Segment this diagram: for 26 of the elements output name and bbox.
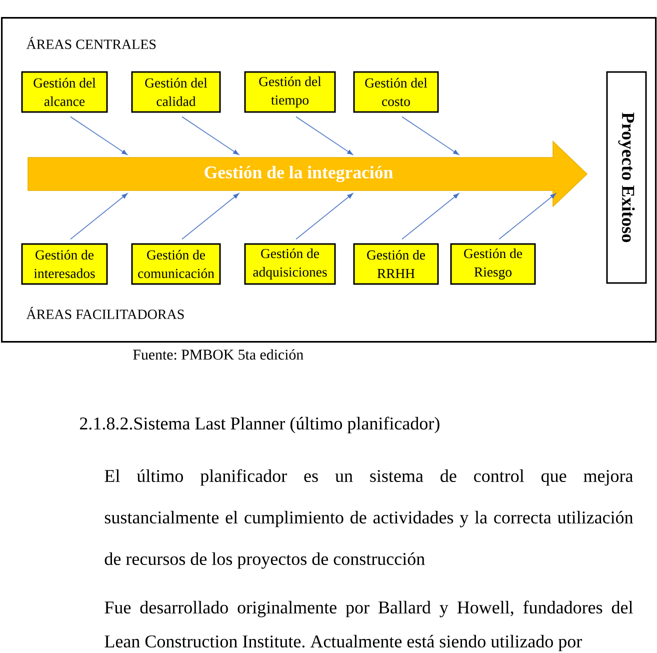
paragraph: El último planificador es un sistema de control que mejora sustancialmente el cumplimiento de actividades y la correcta utilización de recursos de los proyectos de construcción xyxy=(104,469,634,569)
area-heading: ÁREAS FACILITADORAS xyxy=(26,306,184,320)
process-band: Gestión de la integración xyxy=(28,140,588,208)
area-heading: ÁREAS CENTRALES xyxy=(26,36,156,50)
process-box: Gestión de RRHH xyxy=(353,243,439,285)
caption: Fuente: PMBOK 5ta edición xyxy=(133,349,304,360)
process-box: Gestión de Riesgo xyxy=(450,243,536,285)
arrow xyxy=(70,116,128,155)
process-box: Gestión del costo xyxy=(353,71,439,113)
arrow xyxy=(402,116,459,155)
arrow xyxy=(498,193,556,240)
arrow xyxy=(402,193,460,240)
arrow xyxy=(70,193,128,240)
paragraph: Fue desarrollado originalmente por Ballard y Howell, fundadores del Lean Construction Institute. Actualmente está siendo utilizado por xyxy=(104,600,633,652)
arrow xyxy=(296,116,353,155)
process-box: Gestión del alcance xyxy=(21,71,108,113)
process-box: Gestión de comunicación xyxy=(131,243,221,285)
arrow xyxy=(182,116,239,155)
process-box: Gestión de adquisiciones xyxy=(244,243,336,285)
section-heading: 2.1.8.2.Sistema Last Planner (último planificador) xyxy=(80,416,440,434)
process-box: Gestión del calidad xyxy=(131,71,221,113)
process-box: Gestión de interesados xyxy=(21,243,108,285)
result-box: Proyecto Exitoso xyxy=(606,71,647,284)
process-box: Gestión del tiempo xyxy=(244,71,336,113)
arrow xyxy=(296,193,354,240)
arrow xyxy=(182,193,240,240)
